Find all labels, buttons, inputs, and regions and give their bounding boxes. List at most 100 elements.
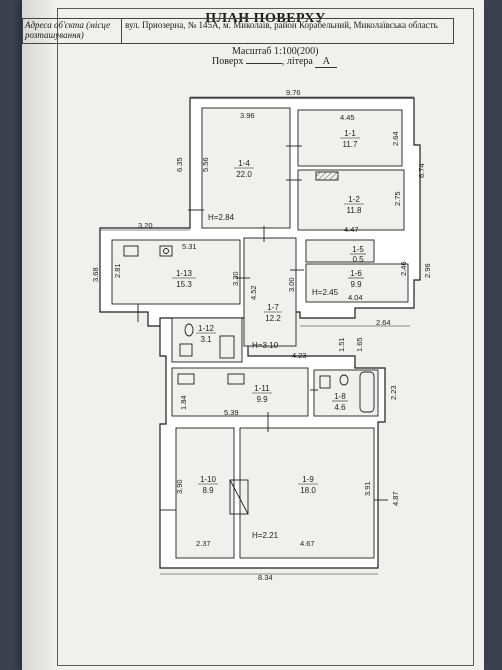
basin-fixture (179, 343, 193, 357)
room-1-12-area: 3.1 (200, 335, 212, 344)
dim-r13-top: 5.31 (182, 242, 197, 251)
room-1-10-area: 8.9 (202, 486, 214, 495)
dim-r110-left: 3.90 (175, 479, 184, 494)
room-1-6-number: 1-6 (350, 269, 362, 278)
sink-fixture (159, 245, 173, 257)
dim-r14-left: 6.35 (175, 157, 184, 172)
address-value: вул. Приозерна, № 145А, м. Миколаїв, рай… (125, 20, 438, 30)
dim-r13-right: 3.30 (231, 271, 240, 286)
sheet-binding-edge (22, 0, 52, 670)
dim-r13-left: 2.81 (113, 263, 122, 278)
dim-r11-top: 4.45 (340, 113, 355, 122)
room-1-7-area: 12.2 (265, 314, 281, 323)
dim-left-ext: 3.68 (91, 267, 100, 282)
dimension-lines (100, 96, 414, 575)
room-1-8-number: 1-8 (334, 392, 346, 401)
sink-drain-icon (163, 248, 169, 254)
room-1-2-area: 11.8 (347, 206, 363, 215)
height-label-3: H=3.10 (252, 341, 279, 350)
dim-corridor-b: 3.00 (287, 277, 296, 292)
height-label-1: H=2.84 (208, 213, 235, 222)
height-label-4: H=2.21 (252, 531, 279, 540)
room-1-11-floor (171, 367, 309, 417)
room-1-4-area: 22.0 (236, 170, 252, 179)
room-labels: 1-4 22.0 1-1 11.7 1-2 11.8 1-5 0.5 1-6 9… (172, 129, 366, 495)
dim-right-upper: 6.74 (417, 163, 426, 178)
room-1-1-number: 1-1 (344, 129, 356, 138)
room-1-12-number: 1-12 (198, 324, 215, 333)
stove-2-fixture (227, 373, 245, 385)
dim-step-b: 1.65 (355, 337, 364, 352)
room-1-13-number: 1-13 (176, 269, 193, 278)
toilet-2-icon (339, 374, 349, 386)
dim-top-total: 9.76 (286, 88, 301, 97)
boiler-fixture (177, 373, 195, 385)
room-1-5-number: 1-5 (352, 245, 364, 254)
dim-r12-right: 2.75 (393, 191, 402, 206)
dim-step-a: 1.51 (337, 337, 346, 352)
dim-r18-right: 2.23 (389, 385, 398, 400)
room-1-11-number: 1-11 (254, 384, 270, 393)
room-1-9-number: 1-9 (302, 475, 314, 484)
dim-r111-left: 1.84 (179, 395, 188, 410)
dim-r13-top-ext: 3.20 (138, 221, 153, 230)
room-1-10-floor (175, 427, 235, 559)
room-1-6-area: 9.9 (350, 280, 362, 289)
stove-3-fixture (229, 479, 249, 515)
room-1-13-floor (111, 239, 241, 305)
dim-right-lower: 4.87 (391, 491, 400, 506)
room-1-5-floor (305, 239, 375, 263)
dim-r16-ext: 2.64 (376, 318, 391, 327)
room-1-1-area: 11.7 (343, 140, 359, 149)
floor-value (245, 63, 282, 64)
litera-value: А (315, 56, 338, 68)
address-table: Адреса об'єкта (місце розташування) вул.… (22, 18, 454, 44)
room-1-9-floor (239, 427, 375, 559)
fireplace-fixture (315, 171, 339, 181)
room-1-8-area: 4.6 (334, 403, 346, 412)
room-1-7-number: 1-7 (267, 303, 279, 312)
stove-fixture (123, 245, 139, 257)
dim-r14-inner: 5.56 (201, 157, 210, 172)
stove-3-diagonal (229, 479, 249, 515)
height-label-2: H=2.45 (312, 288, 339, 297)
dim-corridor-a: 4.52 (249, 285, 258, 300)
room-1-6-floor (305, 263, 409, 303)
room-1-9-area: 18.0 (300, 486, 316, 495)
height-labels: H=2.84 H=2.45 H=3.10 H=2.21 (208, 213, 339, 540)
dim-r15-top: 4.47 (344, 225, 359, 234)
room-1-12-floor (171, 317, 243, 363)
dim-r19-right: 3.91 (363, 481, 372, 496)
room-1-7-floor (243, 237, 297, 347)
dim-r11-right: 2.64 (391, 131, 400, 146)
room-1-2-number: 1-2 (348, 195, 360, 204)
room-1-10-number: 1-10 (200, 475, 217, 484)
scale-text: Масштаб 1:100(200) (232, 46, 319, 57)
dim-bottom-total: 8.34 (258, 573, 273, 582)
room-1-13-area: 15.3 (176, 280, 192, 289)
dim-right-mid: 2.96 (423, 263, 432, 278)
floor-line: Поверх , літера А (212, 56, 338, 68)
toilet-icon (184, 323, 194, 337)
washbasin-fixture (319, 375, 331, 389)
cabinet-fixture (219, 335, 235, 359)
fixtures (123, 171, 375, 515)
openings (137, 145, 388, 511)
room-1-8-floor (313, 369, 379, 417)
dimension-labels: 9.76 3.96 4.45 6.35 5.56 2.64 6.74 2.75 … (91, 88, 432, 582)
dim-r111-bottom: 5.39 (224, 408, 239, 417)
floor-prefix: Поверх (212, 56, 244, 67)
room-1-4-number: 1-4 (238, 159, 250, 168)
address-label: Адреса об'єкта (місце розташування) (23, 19, 122, 43)
dim-r17-bottom: 4.23 (292, 351, 307, 360)
dim-r16-right: 2.46 (399, 261, 408, 276)
litera-prefix: , літера (281, 56, 313, 67)
dim-r14-top: 3.96 (240, 111, 255, 120)
room-1-11-area: 9.9 (256, 395, 268, 404)
dim-r110-bottom: 2.37 (196, 539, 211, 548)
dim-r16-bottom: 4.04 (348, 293, 363, 302)
bathtub-fixture (359, 371, 375, 413)
dim-r19-bottom: 4.67 (300, 539, 315, 548)
room-1-5-area: 0.5 (352, 255, 364, 264)
